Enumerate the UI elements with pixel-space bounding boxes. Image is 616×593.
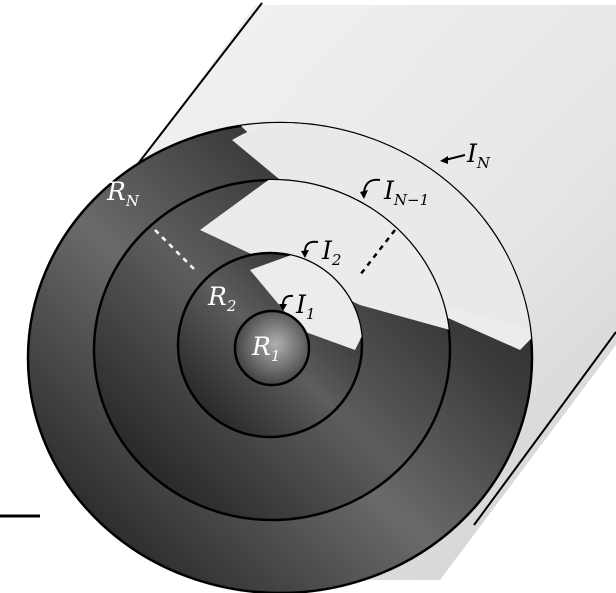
outer-cylinder-bottom-edge — [473, 331, 616, 526]
label-interface-1: I1 — [295, 290, 315, 323]
arrow-interface-n-minus-1 — [363, 178, 381, 193]
label-interface-2: I2 — [321, 236, 341, 269]
arrow-interface-1 — [282, 294, 294, 306]
label-interface-n-minus-1: IN−1 — [383, 176, 429, 209]
label-interface-n: IN — [466, 139, 491, 172]
label-region-n: RN — [106, 177, 140, 210]
arrow-interface-n — [444, 154, 466, 161]
inner-core-face — [233, 309, 311, 387]
arrow-interface-2 — [304, 240, 319, 253]
label-region-2: R2 — [207, 282, 236, 315]
inner-tube-surface-3 — [250, 253, 362, 350]
label-region-1: R1 — [251, 332, 280, 365]
inner-tube-band — [232, 123, 532, 330]
